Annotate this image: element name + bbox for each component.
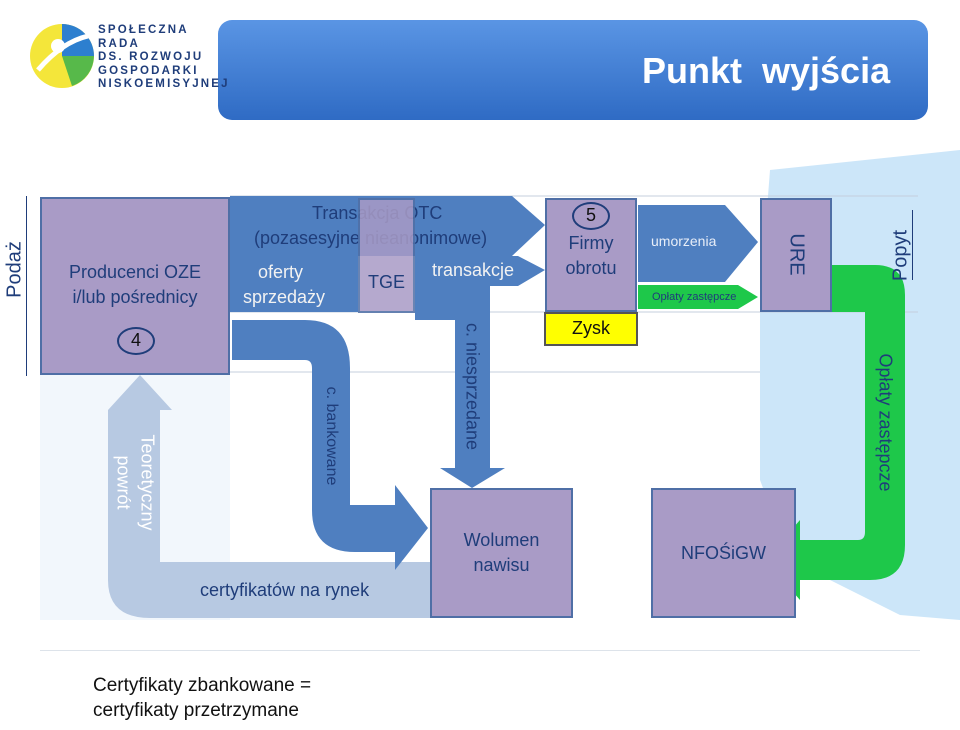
logo: SPOŁECZNA RADA DS. ROZWOJU GOSPODARKI NI… [28, 22, 228, 92]
bottom-note-border [40, 650, 920, 652]
redemptions-arrow [638, 205, 758, 282]
substitute-fees-arrow-small [638, 285, 758, 309]
overhang-label-line2: nawisu [473, 555, 530, 575]
page-title: Punkt wyjścia [642, 50, 891, 91]
ure-box [760, 198, 832, 312]
redemptions-label: umorzenia [651, 233, 717, 249]
producers-label-line1: Producenci OZE [68, 262, 202, 282]
note-line1: Certyfikaty zbankowane = [93, 675, 312, 696]
header-bar [218, 20, 928, 120]
offers-label-line2: sprzedaży [243, 287, 326, 307]
demand-label-border [912, 210, 914, 280]
producers-label-line2: i/lub pośrednicy [72, 287, 198, 307]
offers-arrow [230, 256, 358, 312]
demand-label: Popyt [889, 229, 912, 282]
supply-label: Podaż [3, 241, 26, 298]
theoretical-return-arrow [108, 375, 430, 618]
transactions-label: transakcje [432, 260, 515, 280]
theoretical-return-line1: Teoretyczny [137, 434, 158, 531]
transactions-arrow [415, 256, 545, 286]
certificates-market-label: certyfikatów na rynek [200, 580, 370, 600]
overhang-label-line1: Wolumen [463, 530, 540, 550]
offers-label-line1: oferty [258, 262, 304, 282]
supply-label-border [0, 196, 27, 376]
unsold-arrow [415, 286, 505, 488]
substitute-fees-small-label: Opłaty zastępcze [652, 291, 737, 303]
unsold-label: c. niesprzedane [462, 322, 483, 451]
producers-number-badge [117, 327, 155, 355]
logo-line3: GOSPODARKI [98, 64, 199, 77]
theoretical-return-line2: powrót [113, 455, 134, 510]
tge-label: TGE [367, 272, 405, 292]
producers-number: 4 [130, 330, 141, 350]
nfosigw-box [651, 488, 796, 618]
firms-label-line2: obrotu [565, 258, 617, 278]
tge-box [358, 198, 415, 313]
substitute-fees-arrow-large [800, 265, 905, 580]
firms-number: 5 [585, 205, 596, 225]
firms-number-badge [572, 202, 610, 230]
logo-line2: DS. ROZWOJU [98, 51, 204, 63]
nfosigw-label: NFOŚiGW [681, 543, 766, 563]
logo-line4: NISKOEMISYJNEJ [98, 78, 230, 90]
firms-label-line1: Firmy [568, 233, 614, 253]
profit-box [544, 312, 638, 346]
profit-label: Zysk [572, 318, 610, 338]
banked-label: c. bankowane [323, 386, 340, 486]
banked-arrow [232, 320, 428, 570]
overhang-box [430, 488, 573, 618]
substitute-fees-vertical-label: Opłaty zastępcze [875, 353, 896, 492]
note-line2: certyfikaty przetrzymane [93, 700, 299, 721]
logo-emblem [30, 24, 94, 88]
ure-label: URE [785, 233, 808, 276]
logo-text: SPOŁECZNA RADA DS. ROZWOJU GOSPODARKI NI… [98, 24, 230, 92]
logo-line1: SPOŁECZNA RADA [98, 24, 189, 50]
